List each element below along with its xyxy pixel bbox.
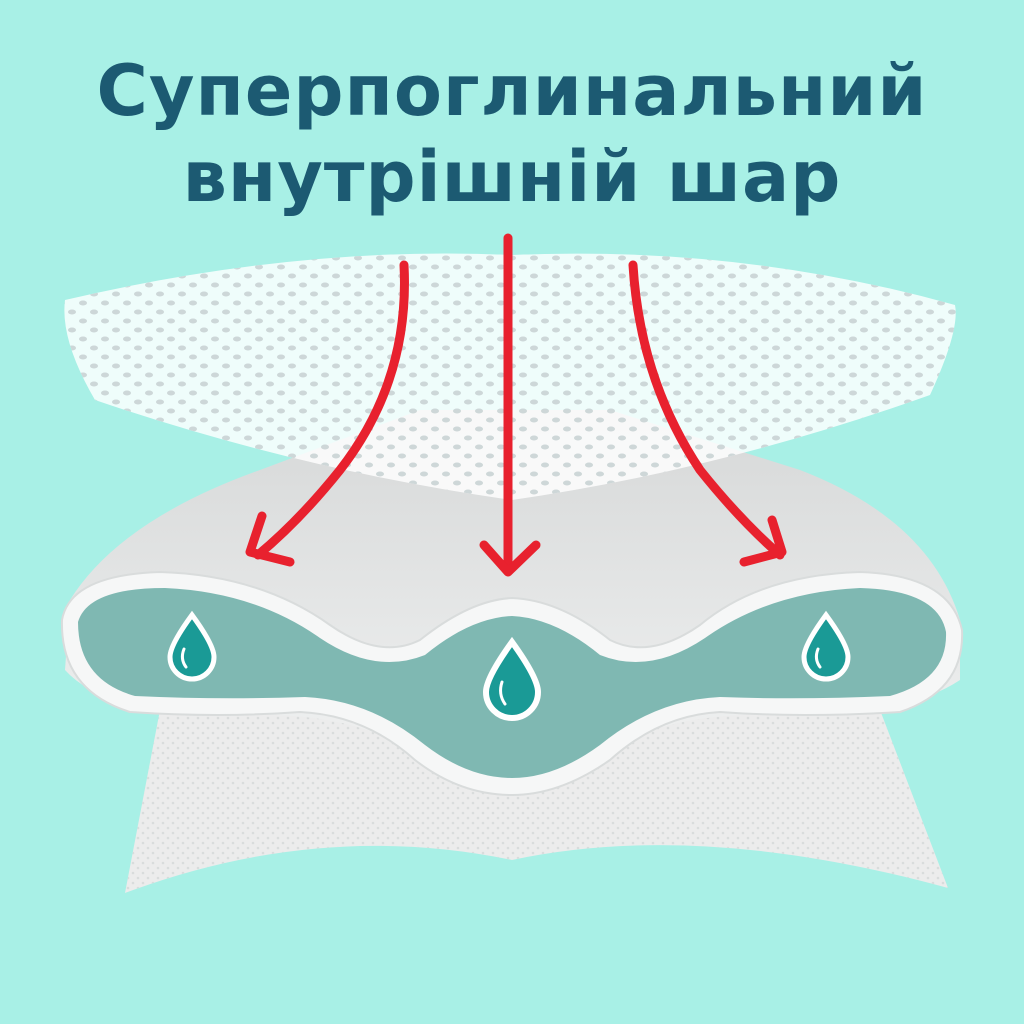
headline: Суперпоглинальний внутрішній шар [0, 48, 1024, 220]
bottom-backsheet [125, 710, 948, 893]
drop-icon [801, 610, 851, 682]
left-curved-arrow [245, 260, 409, 567]
headline-line-1: Суперпоглинальний [96, 50, 928, 132]
headline-line-2: внутрішній шар [182, 136, 842, 218]
center-straight-arrow [479, 233, 541, 577]
drop-icon [167, 610, 217, 682]
drop-icon [482, 636, 542, 721]
right-curved-arrow [628, 260, 787, 567]
